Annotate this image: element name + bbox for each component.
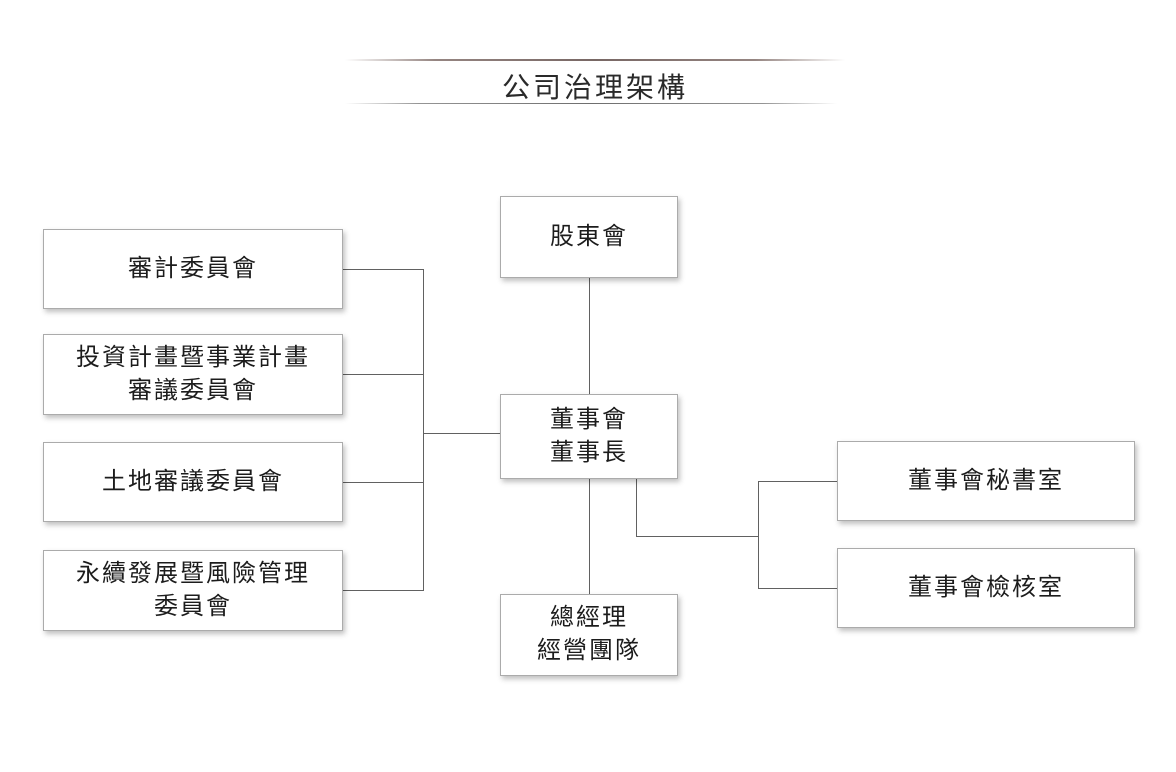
connector-board-drop bbox=[636, 479, 637, 536]
node-label: 永續發展暨風險管理 bbox=[76, 560, 310, 587]
connector-stub-secretariat bbox=[758, 481, 837, 482]
node-land-committee: 土地審議委員會 bbox=[43, 442, 343, 522]
node-board-secretariat: 董事會秘書室 bbox=[837, 441, 1135, 521]
node-label: 董事會秘書室 bbox=[908, 467, 1064, 494]
connector-shareholders-board bbox=[589, 278, 590, 394]
title-rule-top bbox=[345, 59, 845, 61]
node-label: 總經理 bbox=[550, 605, 628, 631]
connector-board-gm bbox=[589, 479, 590, 594]
node-label: 董事會 bbox=[550, 406, 628, 433]
node-investment-committee: 投資計畫暨事業計畫 審議委員會 bbox=[43, 334, 343, 415]
node-label: 投資計畫暨事業計畫 bbox=[76, 344, 310, 371]
node-label: 審計委員會 bbox=[128, 255, 258, 282]
node-label: 審議委員會 bbox=[128, 377, 258, 404]
connector-stub-sustainability bbox=[343, 590, 423, 591]
node-audit-committee: 審計委員會 bbox=[43, 229, 343, 309]
node-label: 股東會 bbox=[550, 223, 628, 250]
node-shareholders-meeting: 股東會 bbox=[500, 196, 678, 278]
node-board-inspection-office: 董事會檢核室 bbox=[837, 548, 1135, 628]
connector-stub-investment bbox=[343, 374, 423, 375]
node-label: 土地審議委員會 bbox=[102, 468, 284, 495]
connector-left-spine bbox=[423, 269, 424, 591]
node-label: 經營團隊 bbox=[537, 638, 641, 664]
node-label: 董事長 bbox=[550, 439, 628, 466]
node-sustainability-committee: 永續發展暨風險管理 委員會 bbox=[43, 550, 343, 631]
node-label: 委員會 bbox=[154, 593, 232, 620]
connector-stub-audit bbox=[343, 269, 423, 270]
connector-stub-land bbox=[343, 482, 423, 483]
page-title: 公司治理架構 bbox=[501, 72, 688, 103]
connector-board-right bbox=[636, 536, 758, 537]
node-label: 董事會檢核室 bbox=[908, 574, 1064, 601]
connector-spine-board bbox=[423, 433, 501, 434]
connector-right-spine bbox=[758, 481, 759, 589]
node-board-of-directors: 董事會 董事長 bbox=[500, 394, 678, 479]
connector-stub-inspection bbox=[758, 588, 837, 589]
title-rule-bottom bbox=[345, 103, 837, 104]
node-general-manager: 總經理 經營團隊 bbox=[500, 594, 678, 676]
